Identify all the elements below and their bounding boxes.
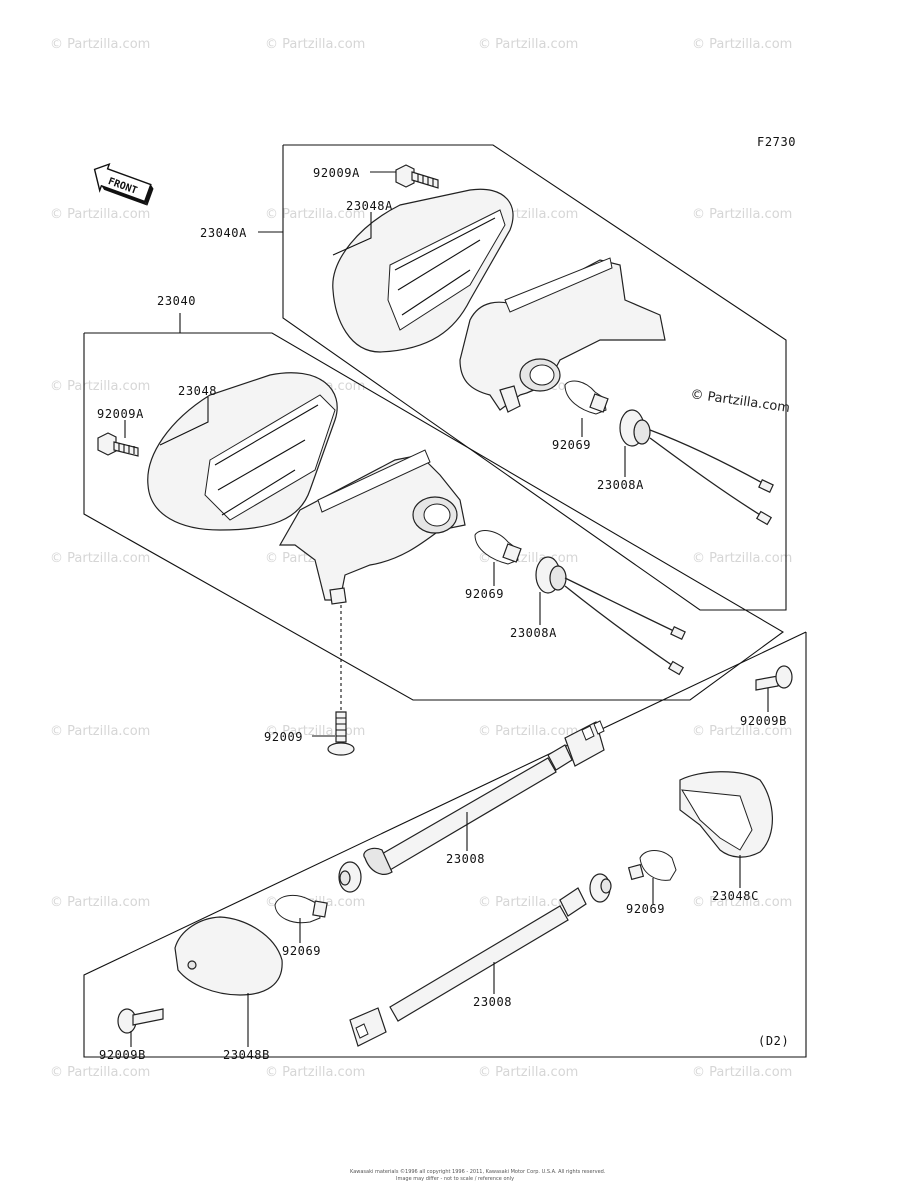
- label-92009B-left: 92009B: [99, 1048, 146, 1062]
- cable-23008-upper: [338, 720, 605, 893]
- label-92069-a: 92069: [552, 438, 591, 452]
- bulb-92069-middle: [474, 530, 522, 565]
- copyright-line: Kawasaki materials ©1996 all copyright 1…: [350, 1168, 606, 1175]
- upper-assembly-box: [282, 144, 787, 611]
- label-23040: 23040: [157, 294, 196, 308]
- watermark: © Partzilla.com: [692, 895, 792, 910]
- watermark: © Partzilla.com: [692, 724, 792, 739]
- label-23048: 23048: [178, 384, 217, 398]
- label-23048A: 23048A: [346, 199, 393, 213]
- label-92009A-top: 92009A: [313, 166, 360, 180]
- housing-23040: [278, 449, 466, 605]
- leader-lines: [124, 171, 769, 1047]
- label-23048C: 23048C: [712, 889, 759, 903]
- disclaimer-line: Image may differ - not to scale / refere…: [396, 1176, 514, 1182]
- lens-23048A: [332, 188, 514, 353]
- bolt-92009: [327, 605, 355, 756]
- bulb-92069-lower-right: [627, 850, 677, 881]
- label-92009B-right: 92009B: [740, 714, 787, 728]
- watermark: © Partzilla.com: [692, 37, 792, 52]
- watermark: © Partzilla.com: [265, 207, 365, 222]
- figure-code: F2730: [757, 135, 796, 149]
- cable-23008-lower: [349, 873, 612, 1047]
- socket-23008A-upper: [619, 409, 774, 526]
- label-23040A: 23040A: [200, 226, 247, 240]
- label-92069-d: 92069: [282, 944, 321, 958]
- bolt-92009B-right: [755, 665, 793, 691]
- watermark: © Partzilla.com: [50, 207, 150, 222]
- watermark: © Partzilla.com: [478, 37, 578, 52]
- watermark: © Partzilla.com: [478, 724, 578, 739]
- bulb-92069-lower-left: [274, 894, 328, 924]
- partzilla-mark: © Partzilla.com: [689, 387, 790, 416]
- watermark: © Partzilla.com: [692, 1065, 792, 1080]
- bolt-92009A-left: [97, 432, 139, 457]
- lens-23048: [147, 372, 338, 531]
- watermark: © Partzilla.com: [50, 1065, 150, 1080]
- lower-assembly-box: [83, 631, 807, 1058]
- watermark: © Partzilla.com: [50, 724, 150, 739]
- label-23008A-a: 23008A: [597, 478, 644, 492]
- bolt-92009B-left: [117, 1008, 164, 1034]
- watermark: © Partzilla.com: [265, 37, 365, 52]
- label-23048B: 23048B: [223, 1048, 270, 1062]
- label-92009: 92009: [264, 730, 303, 744]
- watermark: © Partzilla.com: [478, 1065, 578, 1080]
- bulb-92069-upper: [564, 380, 609, 415]
- watermark: © Partzilla.com: [50, 551, 150, 566]
- part-labels: 92009A 23048A 23040A 23040 23048 92009A …: [97, 166, 789, 1062]
- label-23008-a: 23008: [446, 852, 485, 866]
- middle-assembly-box: [83, 332, 785, 701]
- lens-23048C: [679, 771, 773, 858]
- watermark: © Partzilla.com: [50, 379, 150, 394]
- lens-23048B: [174, 916, 283, 996]
- section-code: (D2): [758, 1034, 789, 1048]
- label-23008-b: 23008: [473, 995, 512, 1009]
- watermark: © Partzilla.com: [478, 895, 578, 910]
- housing-23040A: [459, 257, 666, 413]
- label-92009A-left: 92009A: [97, 407, 144, 421]
- watermark-layer: © Partzilla.com © Partzilla.com © Partzi…: [50, 37, 792, 1080]
- bolt-92009A-top: [395, 164, 439, 189]
- label-23008A-b: 23008A: [510, 626, 557, 640]
- watermark: © Partzilla.com: [50, 895, 150, 910]
- watermark: © Partzilla.com: [50, 37, 150, 52]
- watermark: © Partzilla.com: [265, 1065, 365, 1080]
- label-92069-b: 92069: [465, 587, 504, 601]
- socket-23008A-middle: [535, 556, 686, 676]
- watermark: © Partzilla.com: [692, 551, 792, 566]
- watermark: © Partzilla.com: [692, 207, 792, 222]
- label-92069-c: 92069: [626, 902, 665, 916]
- front-arrow-icon: FRONT: [93, 162, 154, 206]
